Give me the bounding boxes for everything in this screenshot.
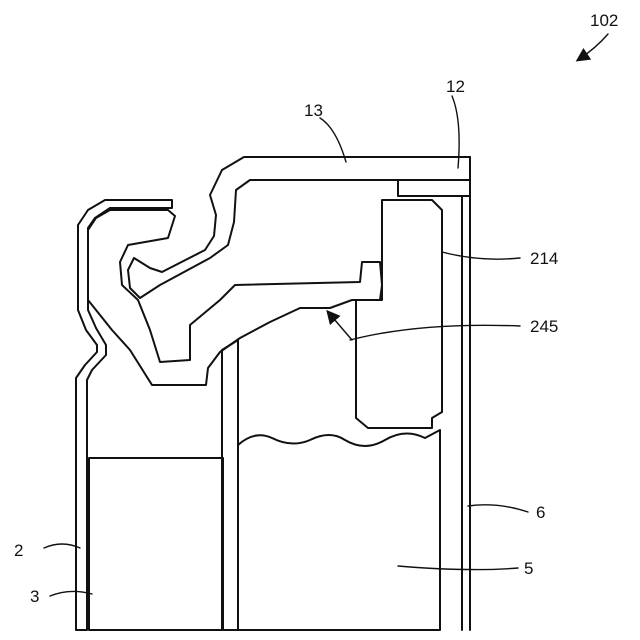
leader-6 xyxy=(468,505,528,512)
label-3: 3 xyxy=(30,587,39,606)
leader-2 xyxy=(44,544,80,548)
leader-245-arrow xyxy=(328,312,352,340)
separator-region xyxy=(89,458,223,630)
label-5: 5 xyxy=(524,559,533,578)
leader-13 xyxy=(320,118,346,162)
cap-13 xyxy=(128,157,470,298)
battery-can xyxy=(76,200,172,630)
crimp-gasket xyxy=(88,210,382,385)
leader-102 xyxy=(578,34,608,60)
leader-214 xyxy=(442,252,520,259)
label-102: 102 xyxy=(590,11,618,30)
inner-sleeve xyxy=(222,340,238,630)
label-245: 245 xyxy=(530,317,558,336)
label-6: 6 xyxy=(536,503,545,522)
top-plate-12 xyxy=(398,180,470,196)
leader-245 xyxy=(350,325,520,340)
label-2: 2 xyxy=(14,541,23,560)
leader-5 xyxy=(398,566,518,570)
electrolyte-body xyxy=(238,430,440,630)
right-wall-6 xyxy=(462,157,470,630)
label-13: 13 xyxy=(304,101,323,120)
label-214: 214 xyxy=(530,249,558,268)
label-12: 12 xyxy=(446,77,465,96)
leader-3 xyxy=(50,591,92,596)
gasket-214 xyxy=(356,200,442,428)
